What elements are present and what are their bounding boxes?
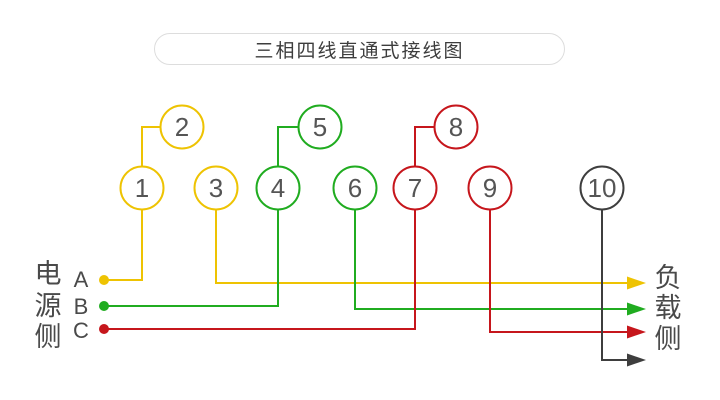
phase-a-tap-wire <box>141 126 161 167</box>
phase-a-label: A <box>74 267 89 292</box>
phase-c-arrow-icon <box>627 325 646 339</box>
source-label-char-3: 侧 <box>35 322 62 352</box>
terminal-2-number: 2 <box>175 112 189 142</box>
terminal-4-circle <box>255 165 301 211</box>
phase-c-tap-wire <box>414 126 435 167</box>
source-label-char-1: 电 <box>35 259 62 289</box>
source-label-char-2: 源 <box>35 291 62 321</box>
load-label-char-3: 侧 <box>655 324 682 354</box>
load-label-char-1: 负 <box>655 263 682 293</box>
phase-a-arrow-icon <box>627 276 646 290</box>
source-side-label: 电 源 侧 A B C <box>35 259 90 352</box>
terminal-10-circle <box>579 165 625 211</box>
phase-b-load-wire <box>354 209 627 310</box>
terminal-9-circle <box>467 165 513 211</box>
phase-b-tap-wire <box>277 126 299 167</box>
neutral-arrow-icon <box>627 353 646 367</box>
diagram-title: 三相四线直通式接线图 <box>254 40 465 62</box>
terminal-1-number: 1 <box>135 173 149 203</box>
phase-b-source-wire <box>104 209 279 307</box>
phase-b-arrow-icon <box>627 302 646 316</box>
terminal-5-circle <box>297 104 343 150</box>
load-label-char-2: 载 <box>655 293 682 323</box>
phase-c-source-wire <box>104 209 416 330</box>
neutral-load-wire <box>601 209 627 361</box>
terminal-4-number: 4 <box>271 173 285 203</box>
title-pill: 三相四线直通式接线图 <box>154 33 565 65</box>
terminal-1-circle <box>119 165 165 211</box>
terminal-8-circle <box>433 104 479 150</box>
phase-c-load-wire <box>489 209 627 333</box>
terminal-7-number: 7 <box>408 173 422 203</box>
terminal-3-number: 3 <box>209 173 223 203</box>
terminal-10-number: 10 <box>588 173 617 203</box>
phase-a-source-wire <box>104 209 143 281</box>
terminal-7-circle <box>392 165 438 211</box>
phase-b-label: B <box>74 294 89 319</box>
terminal-6-circle <box>332 165 378 211</box>
phase-c-label: C <box>73 318 89 343</box>
terminal-8-number: 8 <box>449 112 463 142</box>
terminal-3-circle <box>193 165 239 211</box>
terminal-2-circle <box>159 104 205 150</box>
terminal-6-number: 6 <box>348 173 362 203</box>
terminal-5-number: 5 <box>313 112 327 142</box>
terminal-9-number: 9 <box>483 173 497 203</box>
load-side-label: 负 载 侧 <box>655 263 682 354</box>
